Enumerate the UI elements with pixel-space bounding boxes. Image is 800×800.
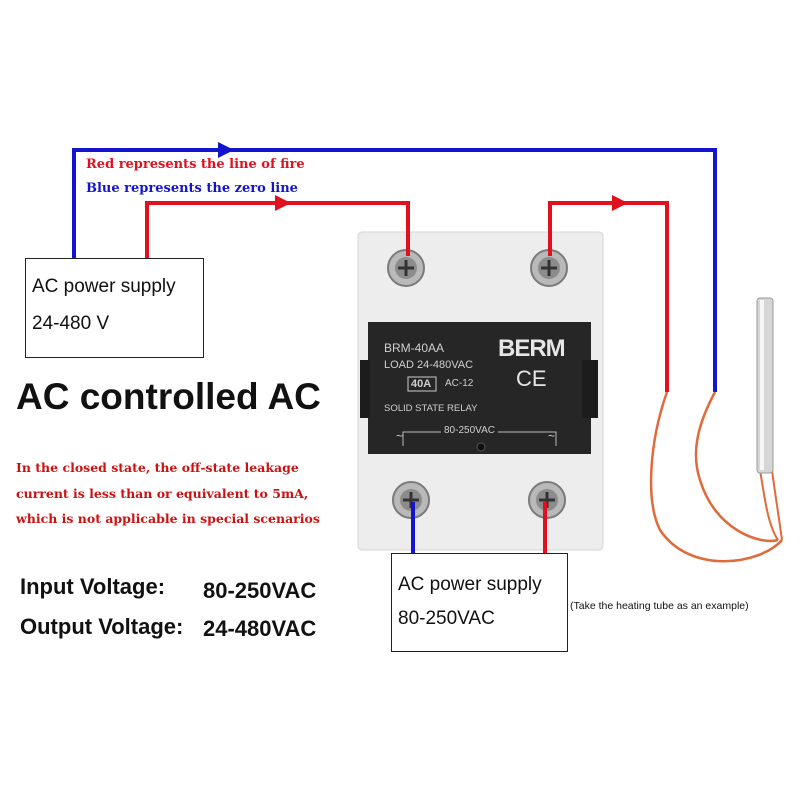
relay-side-panel [582, 360, 598, 418]
ac-supply-left-label: AC power supply [32, 276, 176, 297]
input-voltage-value: 80-250VAC [203, 578, 317, 603]
terminal-screw-top-left [387, 249, 425, 287]
relay-category: AC-12 [445, 378, 474, 389]
fire-line-arrow-left [275, 195, 291, 211]
ac-supply-bottom-voltage: 80-250VAC [398, 608, 495, 629]
ce-mark: CE [516, 366, 547, 391]
zero-line-arrow [218, 142, 234, 158]
current-rating-box [407, 376, 437, 392]
output-voltage-label: Output Voltage: [20, 614, 184, 639]
terminal-screw-bottom-right [528, 481, 566, 519]
relay-brand: BERM [498, 335, 566, 362]
note-line-3: which is not applicable in special scena… [16, 511, 320, 526]
relay-type: SOLID STATE RELAY [384, 403, 478, 414]
diagram-title: AC controlled AC [16, 376, 321, 417]
relay-load: LOAD 24-480VAC [384, 359, 474, 371]
output-voltage-value: 24-480VAC [203, 616, 317, 641]
legend-red: Red represents the line of fire [86, 157, 305, 172]
legend-blue: Blue represents the zero line [86, 181, 298, 196]
note-line-1: In the closed state, the off-state leaka… [16, 460, 299, 475]
indicator-led [476, 442, 486, 452]
relay-tilde-left: ~ [396, 429, 404, 443]
heating-tube [649, 297, 783, 563]
fire-line-arrow-right [612, 195, 628, 211]
ac-supply-box-bottom: AC power supply 80-250VAC [391, 553, 568, 652]
input-voltage-label: Input Voltage: [20, 574, 166, 599]
relay-model: BRM-40AA [384, 341, 445, 355]
ac-supply-bottom-label: AC power supply [398, 574, 542, 595]
fire-line-wire-right [548, 201, 669, 392]
heating-tube-note: (Take the heating tube as an example) [570, 600, 749, 612]
ac-supply-left-voltage: 24-480 V [32, 313, 110, 334]
relay-tilde-right: ~ [548, 429, 556, 443]
relay-side-panel-left [360, 360, 370, 418]
zero-line-wire-top [72, 148, 717, 392]
ac-supply-box-left: AC power supply 24-480 V [25, 258, 204, 358]
relay-current: 40A [411, 378, 432, 390]
note-line-2: current is less than or equivalent to 5m… [16, 486, 309, 501]
terminal-screw-top-right [530, 249, 568, 287]
relay-control-voltage: 80-250VAC [441, 425, 498, 436]
